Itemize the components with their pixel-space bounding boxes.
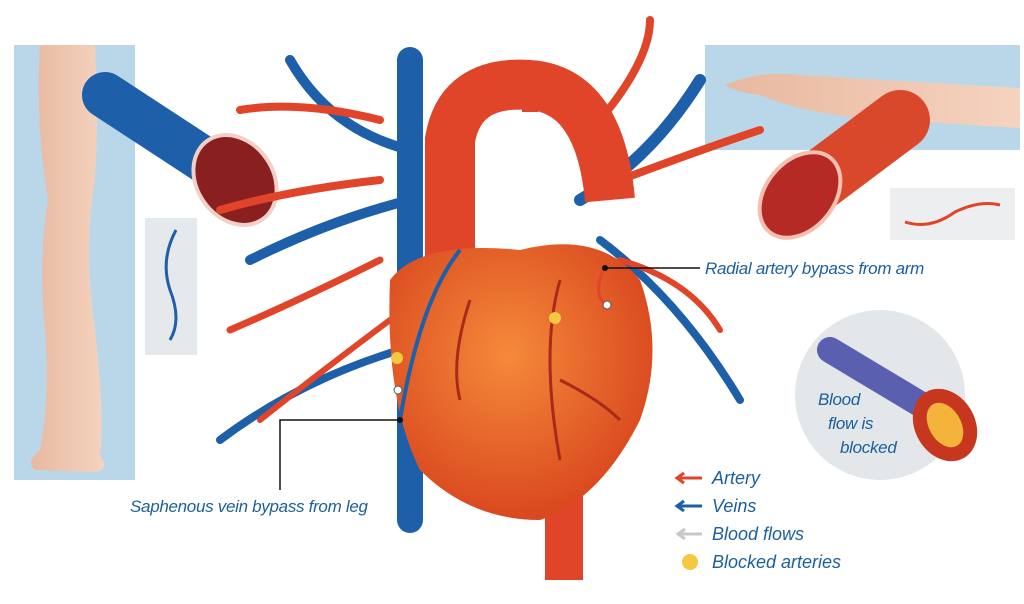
legend-label: Veins [712, 495, 757, 516]
radial-artery-label: Radial artery bypass from arm [705, 259, 924, 278]
legend-label: Blood flows [712, 523, 805, 544]
yellow-dot-icon [672, 552, 708, 572]
leg [31, 45, 104, 472]
blocked-line-1: Blood [818, 390, 860, 409]
blocked-line-3: blocked [840, 438, 897, 457]
vein-graft [398, 248, 462, 421]
red-arrow-icon [672, 468, 708, 488]
legend: Artery Veins Blood flows Blocked arterie… [672, 464, 841, 576]
arm [725, 73, 1020, 128]
arteries [216, 16, 764, 423]
legend-label: Blocked arteries [712, 551, 842, 572]
blockage [391, 352, 403, 364]
legend-label: Artery [712, 467, 761, 488]
legend-item-veins: Veins [672, 492, 841, 520]
legend-item-artery: Artery [672, 464, 841, 492]
blue-arrow-icon [672, 496, 708, 516]
legend-item-blocked-arteries: Blocked arteries [672, 548, 841, 576]
saphenous-vein-label: Saphenous vein bypass from leg [130, 497, 368, 516]
blocked-flow-label: Blood flow is blocked [818, 388, 897, 460]
blockage [549, 312, 561, 324]
white-arrow-icon [672, 524, 708, 544]
blocked-line-2: flow is [828, 414, 874, 433]
legend-item-blood-flows: Blood flows [672, 520, 841, 548]
heart [389, 244, 653, 521]
